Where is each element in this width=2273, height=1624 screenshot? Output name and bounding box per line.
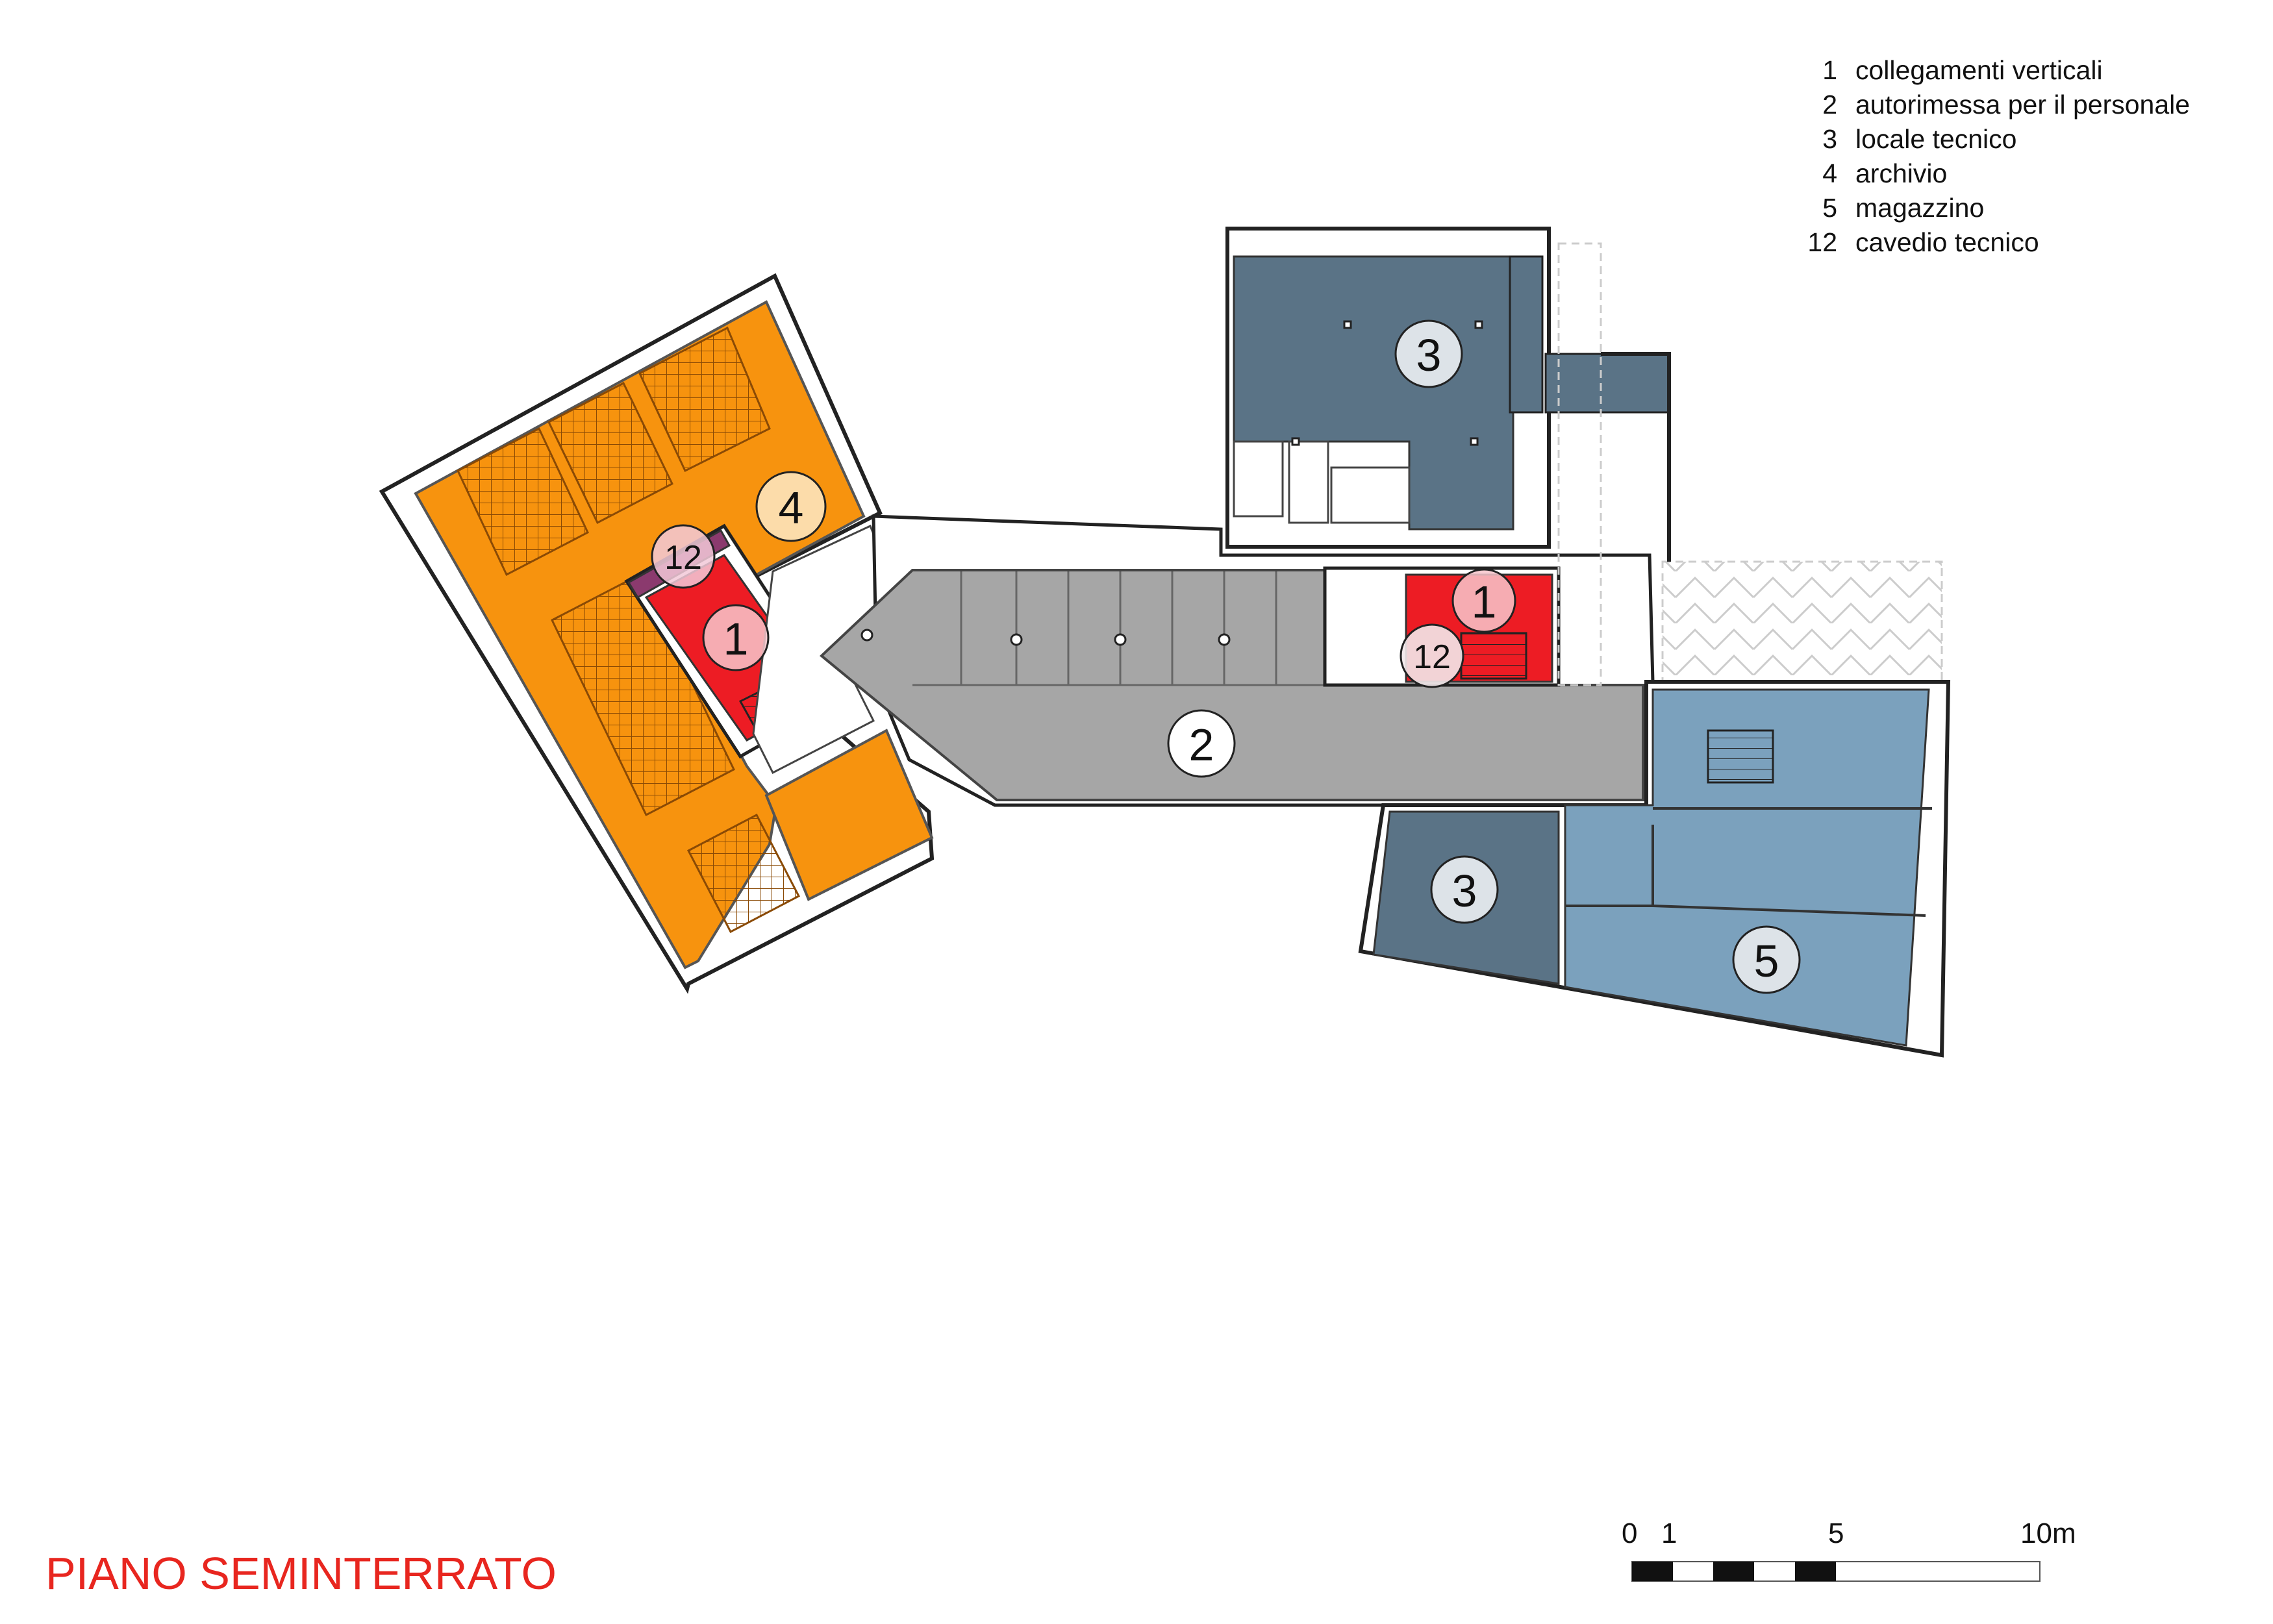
archive-shelving xyxy=(457,427,589,577)
archive-shelving xyxy=(638,326,771,473)
marker-tech-north-label: 3 xyxy=(1416,330,1442,381)
scale-label-1: 1 xyxy=(1661,1518,1677,1549)
marker-storage: 5 xyxy=(1732,925,1801,994)
legend-number: 2 xyxy=(1822,90,1837,119)
marker-archive-core-shaft: 12 xyxy=(651,524,716,589)
marker-storage-label: 5 xyxy=(1754,936,1779,986)
legend-item: 5 magazzino xyxy=(1789,191,2257,225)
legend-label: archivio xyxy=(1855,158,1948,188)
scale-label-0: 0 xyxy=(1622,1518,1638,1549)
legend-label: collegamenti verticali xyxy=(1855,55,2103,85)
tech-north-duct xyxy=(1544,353,1670,414)
garage-columns xyxy=(860,629,1231,646)
archive-shelving xyxy=(547,381,673,525)
legend-item: 4 archivio xyxy=(1789,156,2257,191)
marker-garage: 2 xyxy=(1167,709,1236,778)
storage-room xyxy=(1564,688,1930,1047)
tech-north-columns xyxy=(1291,320,1483,446)
marker-garage-label: 2 xyxy=(1189,719,1214,770)
marker-east-core-shaft-label: 12 xyxy=(1413,638,1451,676)
scale-label-10m: 10m xyxy=(2020,1518,2076,1549)
legend-label: locale tecnico xyxy=(1855,124,2017,154)
legend-number: 4 xyxy=(1822,158,1837,188)
legend-number: 5 xyxy=(1822,193,1837,223)
marker-tech-north: 3 xyxy=(1394,319,1463,388)
tech-north-block xyxy=(1225,227,1670,549)
south-east-block xyxy=(1358,680,1951,1058)
tech-north-duct xyxy=(1509,255,1544,414)
legend: 1 collegamenti verticali 2 autorimessa per… xyxy=(1789,53,2257,260)
service-rooms xyxy=(1233,440,1411,524)
marker-east-core-shaft: 12 xyxy=(1400,623,1464,688)
legend-number: 3 xyxy=(1822,124,1837,154)
storage-partitions xyxy=(1565,807,1932,917)
marker-east-core-stairs-label: 1 xyxy=(1472,577,1497,627)
parking-bays xyxy=(912,571,1328,686)
east-core-stair-flight xyxy=(1460,632,1527,680)
legend-item: 3 locale tecnico xyxy=(1789,122,2257,156)
legend-item: 2 autorimessa per il personale xyxy=(1789,88,2257,122)
legend-item: 12 cavedio tecnico xyxy=(1789,225,2257,260)
page-title: PIANO SEMINTERRATO xyxy=(45,1548,557,1599)
scale-label-5: 5 xyxy=(1828,1518,1844,1549)
marker-east-core-stairs: 1 xyxy=(1451,568,1516,633)
marker-tech-south-label: 3 xyxy=(1452,866,1477,916)
marker-archive: 4 xyxy=(755,471,827,542)
legend-item: 1 collegamenti verticali xyxy=(1789,53,2257,88)
marker-archive-core-stairs-label: 1 xyxy=(723,614,749,664)
legend-label: magazzino xyxy=(1855,193,1985,223)
legend-label: autorimessa per il personale xyxy=(1855,90,2191,119)
legend-number: 12 xyxy=(1807,227,1837,257)
scale-bar xyxy=(1631,1561,2041,1582)
storage-stair xyxy=(1707,729,1774,784)
archive-annex xyxy=(764,729,934,901)
archive-wing xyxy=(379,273,935,994)
marker-archive-core-stairs: 1 xyxy=(702,604,770,671)
ramp xyxy=(1557,242,1943,686)
archive-shelving xyxy=(686,813,801,934)
legend-number: 1 xyxy=(1822,55,1837,85)
marker-archive-core-shaft-label: 12 xyxy=(664,539,702,577)
legend-label: cavedio tecnico xyxy=(1855,227,2039,257)
archive-shelving xyxy=(551,573,735,817)
marker-tech-south: 3 xyxy=(1430,855,1499,924)
marker-archive-label: 4 xyxy=(779,482,804,533)
